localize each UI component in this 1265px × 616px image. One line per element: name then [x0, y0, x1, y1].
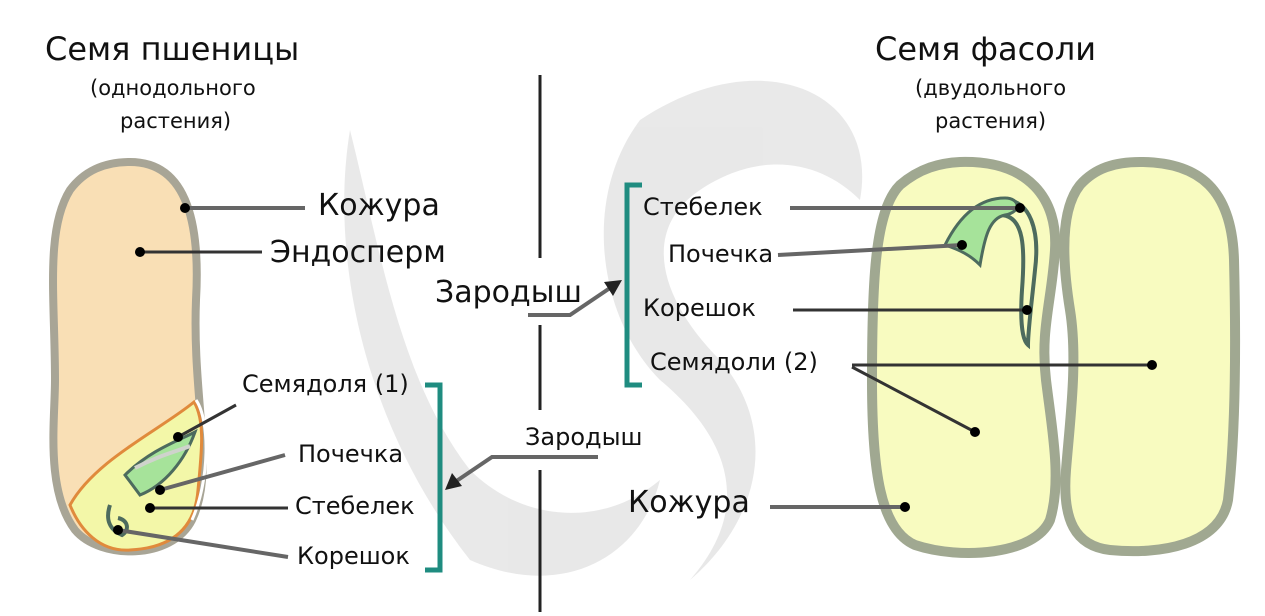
wheat-endosperm-callout: Эндосперм [135, 235, 446, 270]
wheat-bud-label: Почечка [298, 440, 403, 468]
wheat-subtitle-2: растения) [120, 109, 231, 133]
wheat-subtitle-1: (однодольного [90, 76, 256, 100]
bean-root-label: Корешок [643, 294, 756, 322]
wheat-embryo-callout: Зародыш [445, 423, 643, 490]
bean-embryo-label: Зародыш [435, 275, 582, 310]
bean-seed-illustration [866, 156, 1241, 558]
wheat-root-callout: Корешок [113, 525, 410, 570]
bean-bud-callout: Почечка [668, 240, 967, 268]
bean-cotyledons-label: Семядоли (2) [650, 348, 818, 376]
bean-embryo-bracket [624, 182, 642, 388]
bean-cotyledons-callout: Семядоли (2) [650, 348, 1157, 437]
wheat-stem-callout: Стебелек [145, 492, 415, 520]
wheat-seed-illustration [49, 157, 208, 556]
wheat-cotyledon-callout: Семядоля (1) [173, 370, 409, 442]
bean-root-callout: Корешок [643, 294, 1032, 322]
bean-bud-label: Почечка [668, 240, 773, 268]
bean-subtitle-2: растения) [935, 109, 1046, 133]
bean-title: Семя фасоли [875, 30, 1096, 68]
wheat-coat-label: Кожура [318, 188, 440, 223]
wheat-cotyledon-label: Семядоля (1) [242, 370, 409, 398]
bean-stem-callout: Стебелек [643, 193, 1025, 221]
wheat-embryo-bracket [425, 382, 443, 573]
bean-subtitle-1: (двудольного [915, 76, 1066, 100]
wheat-endosperm-label: Эндосперм [270, 235, 446, 270]
watermark-leaf-icon [344, 80, 863, 580]
bean-coat-label: Кожура [628, 485, 750, 520]
wheat-coat-callout: Кожура [180, 188, 440, 223]
wheat-title: Семя пшеницы [45, 30, 299, 68]
wheat-embryo-label: Зародыш [525, 423, 643, 451]
wheat-stem-label: Стебелек [295, 492, 415, 520]
wheat-bud-callout: Почечка [155, 440, 403, 495]
bean-embryo-callout: Зародыш [435, 275, 622, 317]
bean-stem-label: Стебелек [643, 193, 763, 221]
bean-coat-callout: Кожура [628, 485, 910, 520]
wheat-root-label: Корешок [297, 542, 410, 570]
